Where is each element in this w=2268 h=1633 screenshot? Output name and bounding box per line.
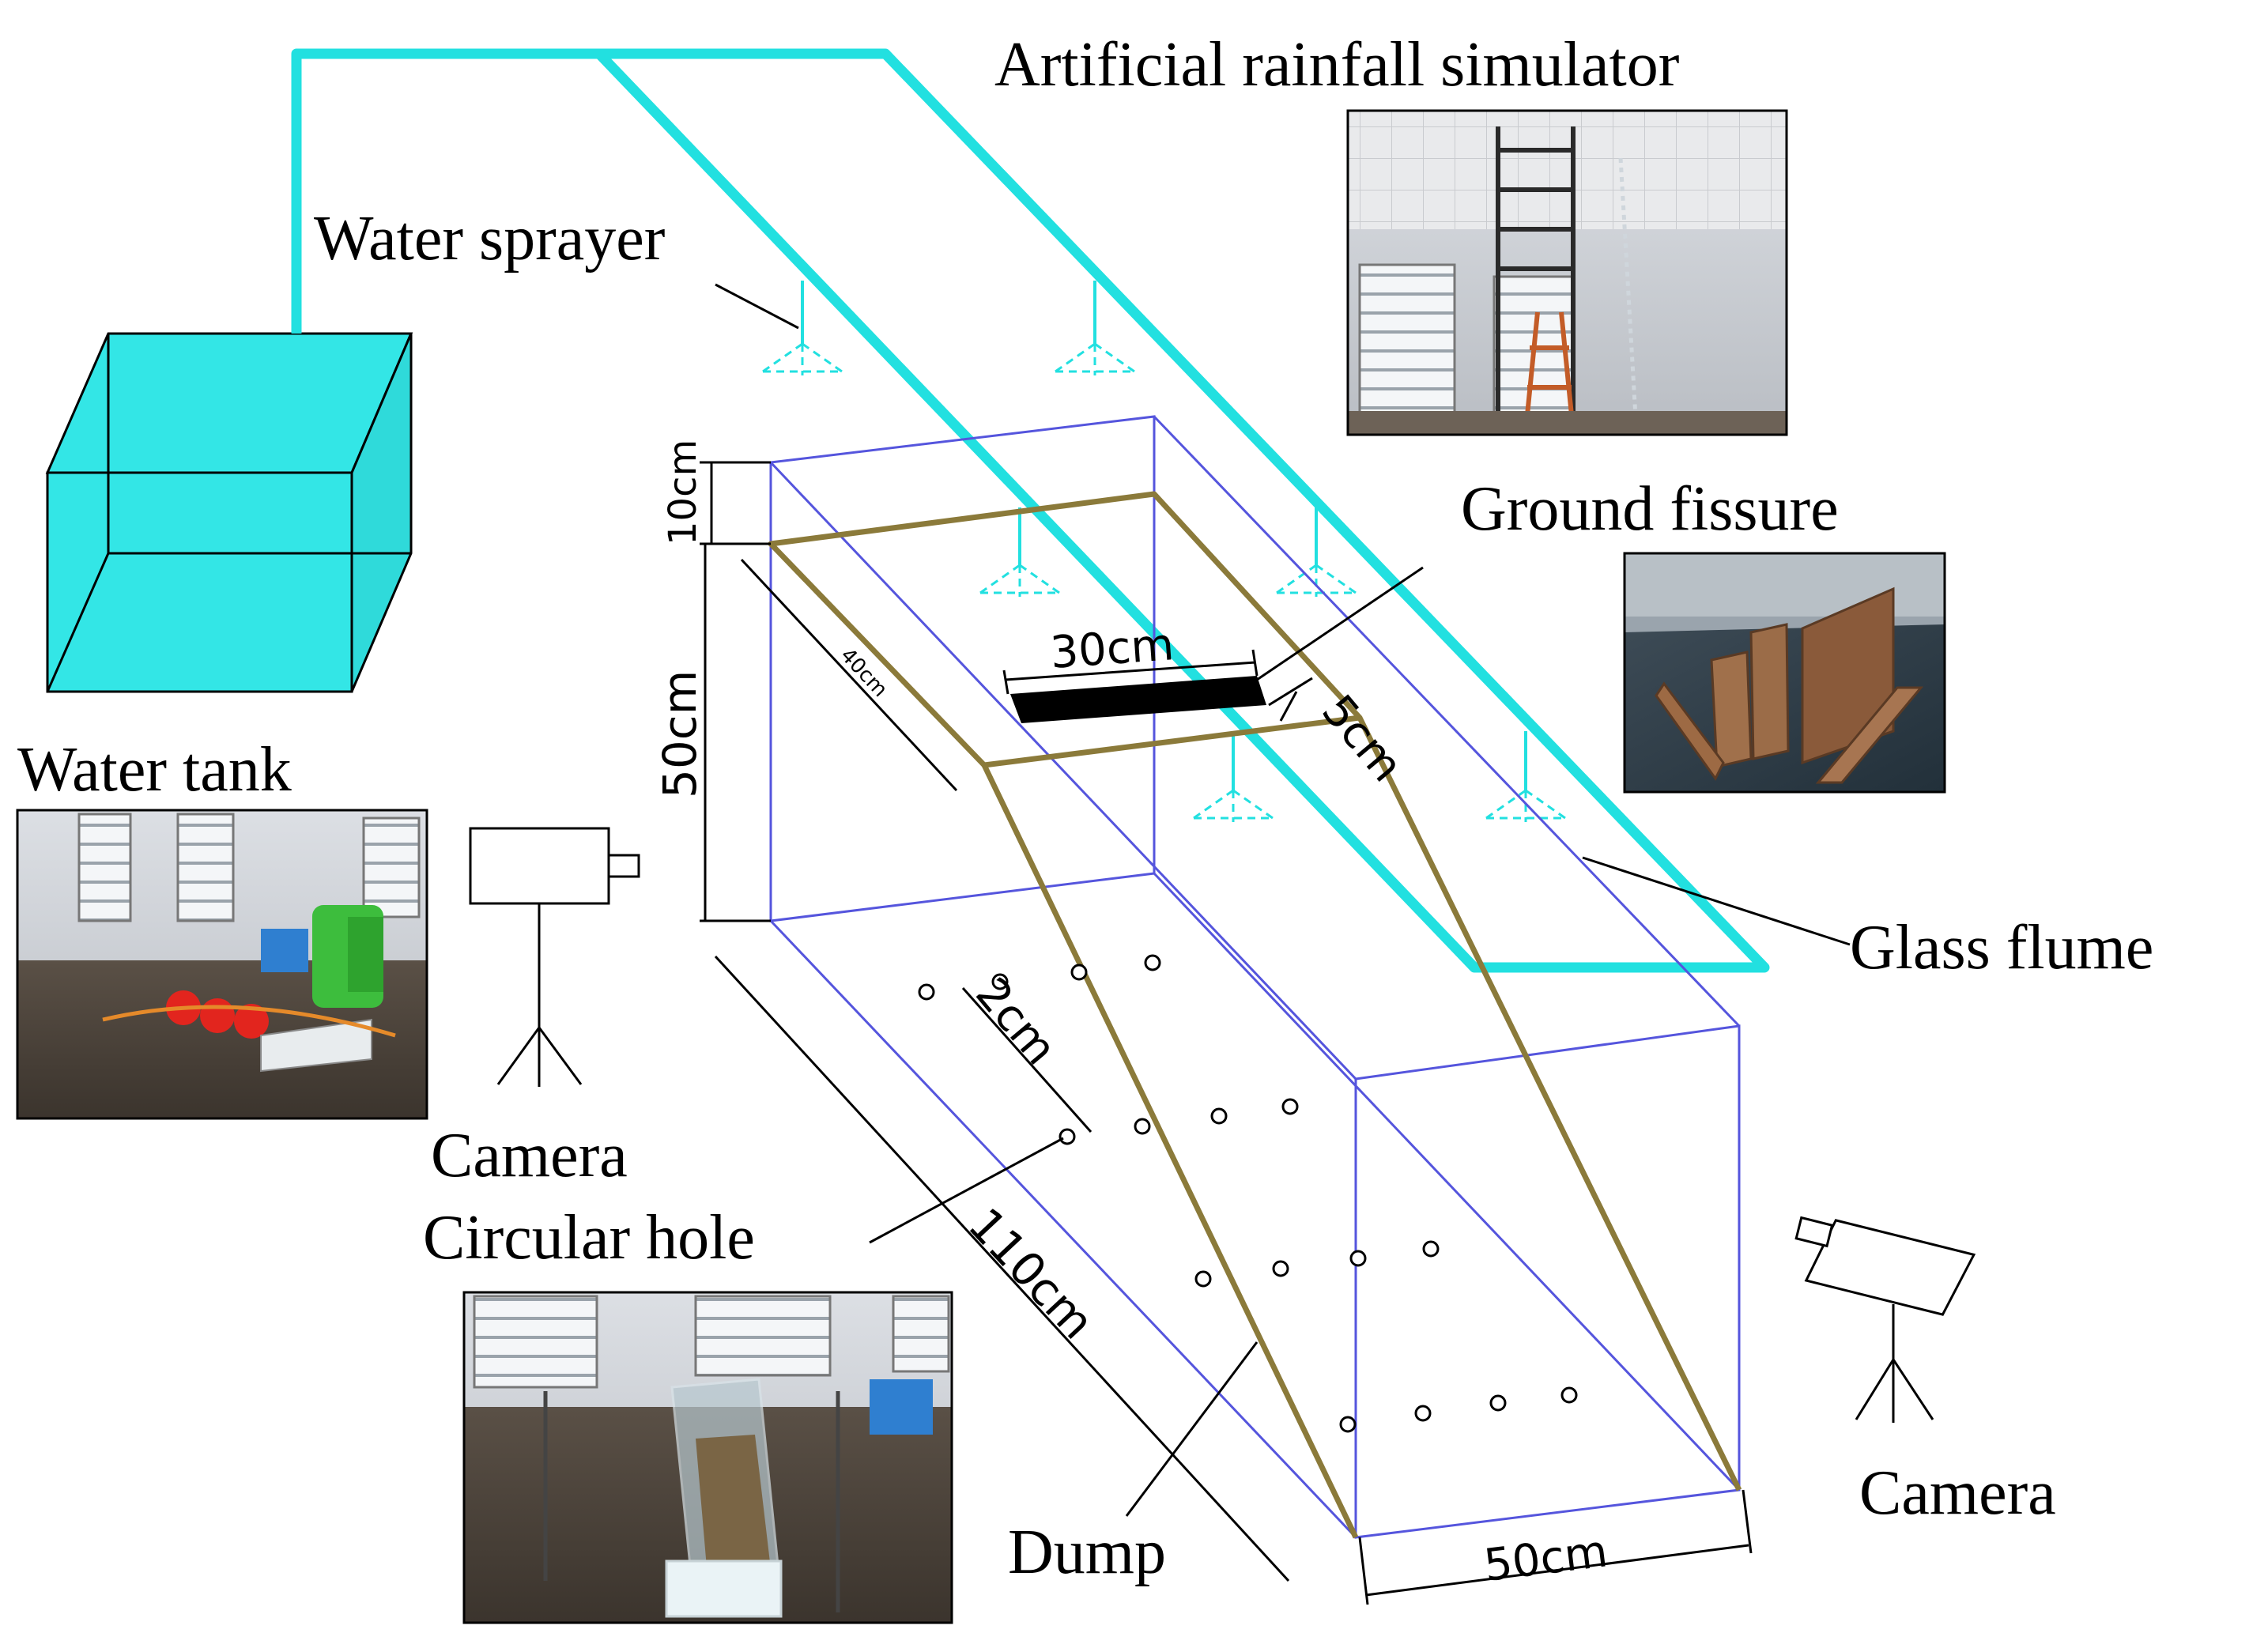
- ground-fissure-slot: [1010, 676, 1266, 723]
- tank-front-face: [46, 471, 353, 693]
- soil-dump: [768, 491, 1742, 1539]
- circular-hole: [991, 973, 1009, 990]
- dim-label-2cm: 2cm: [965, 968, 1066, 1074]
- rainfall-simulator-label: Artificial rainfall simulator: [994, 30, 1679, 100]
- camera-right-label: Camera: [1859, 1458, 2056, 1528]
- dim-label-10cm: 10cm: [661, 439, 705, 545]
- water-sprayer-label: Water sprayer: [314, 204, 665, 273]
- water-sprayers: [762, 281, 1566, 822]
- camera-lens: [1794, 1216, 1834, 1248]
- circular-hole: [1560, 1386, 1578, 1404]
- camera-left: [469, 827, 640, 1087]
- circular-hole-leader: [869, 1137, 1064, 1244]
- circular-hole: [1134, 1118, 1151, 1135]
- ground-fissure-label: Ground fissure: [1461, 474, 1839, 544]
- water-pipe-network: [291, 48, 1770, 973]
- dim-30cm: [1002, 649, 1259, 695]
- circular-hole: [918, 983, 935, 1001]
- dim-label-30cm: 30cm: [1048, 619, 1176, 679]
- ground-fissure-leader: [1256, 566, 1424, 681]
- sprayer: [762, 281, 843, 375]
- dim-label-40cm: 40cm: [836, 643, 892, 702]
- dim-2cm: [961, 987, 1092, 1133]
- water-sprayer-leader: [715, 283, 799, 330]
- sprayer: [1055, 281, 1135, 375]
- sprayer: [979, 507, 1060, 597]
- camera-tripod: [496, 903, 583, 1087]
- circular-hole: [1194, 1270, 1212, 1288]
- circular-hole: [1059, 1128, 1076, 1145]
- circular-hole: [1339, 1416, 1357, 1433]
- circular-hole: [1422, 1240, 1440, 1258]
- water-tank-label: Water tank: [17, 735, 292, 805]
- glass-flume-label: Glass flume: [1850, 913, 2153, 982]
- circular-hole: [1281, 1098, 1299, 1115]
- circular-hole: [1144, 954, 1161, 971]
- camera-tripod: [1855, 1304, 1934, 1423]
- circular-hole: [1070, 964, 1088, 981]
- circular-holes: [918, 954, 1578, 1433]
- labels: Artificial rainfall simulator Water spra…: [17, 30, 2153, 1587]
- dim-110cm: [714, 955, 1290, 1582]
- flume-long-edges: [769, 415, 1741, 1539]
- circular-hole: [1489, 1394, 1507, 1412]
- camera-right: [1794, 1216, 1976, 1423]
- circular-hole-label: Circular hole: [423, 1203, 755, 1273]
- camera-left-label: Camera: [431, 1121, 628, 1190]
- ground-fissure-photo: [1623, 552, 1946, 794]
- soil-slope-edges: [981, 716, 1742, 1539]
- dimension-lines: [700, 461, 1753, 1605]
- camera-body: [1804, 1219, 1976, 1316]
- dim-label-50cm: 50cm: [653, 670, 707, 798]
- circular-hole: [1349, 1250, 1367, 1267]
- water-pipe: [291, 48, 1770, 973]
- camera-body: [469, 827, 610, 905]
- dim-label-110cm: 110cm: [958, 1197, 1105, 1349]
- dump-leader: [1125, 1341, 1259, 1517]
- tank-hidden-edges: [46, 334, 411, 692]
- tank-top-face: [45, 332, 413, 474]
- glass-flume-leader: [1582, 856, 1851, 946]
- circular-hole: [1210, 1107, 1228, 1125]
- glass-flume-photo: [462, 1291, 953, 1624]
- circular-hole: [1414, 1405, 1432, 1422]
- water-tank-photo: [16, 809, 428, 1120]
- dim-5cm: [1268, 677, 1313, 722]
- circular-hole: [1272, 1260, 1289, 1277]
- rainfall-simulator-photo: [1346, 109, 1788, 436]
- dump-label: Dump: [1008, 1518, 1166, 1587]
- dim-label-50cm-width: 50cm: [1481, 1526, 1610, 1592]
- dim-50cm-width: [1358, 1489, 1753, 1605]
- dim-40cm: [740, 558, 958, 792]
- camera-lens: [607, 854, 640, 878]
- water-tank: [45, 332, 413, 693]
- sprayer: [1193, 731, 1274, 822]
- sprayer: [1485, 731, 1566, 822]
- dim-label-5cm: 5cm: [1311, 685, 1413, 791]
- sprayer: [1276, 507, 1357, 597]
- leader-lines: [715, 283, 1851, 1517]
